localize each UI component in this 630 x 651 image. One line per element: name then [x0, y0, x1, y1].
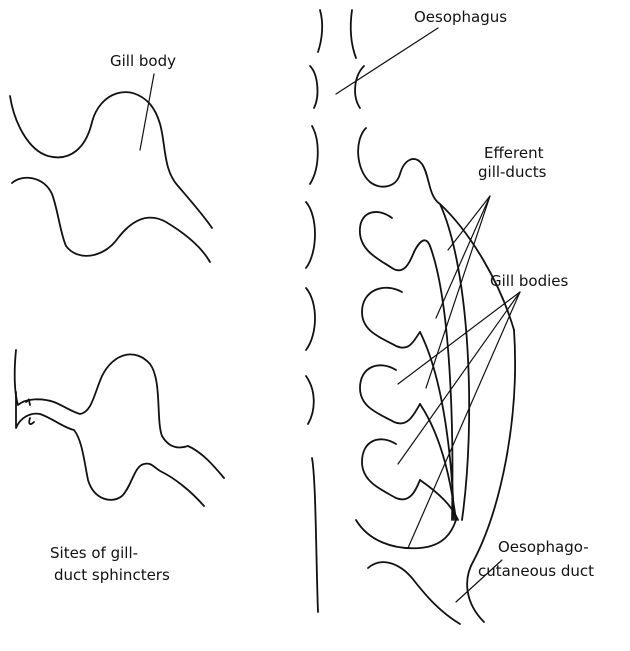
oesophagus-right-wall-upper	[351, 10, 356, 58]
gill-body-upper-outline	[10, 92, 212, 228]
label-efferent-line2: gill-ducts	[478, 163, 547, 181]
sphincter-upper-outline	[15, 350, 224, 478]
leader-gill-bodies-2	[398, 292, 520, 464]
sphincter-lower-outline	[16, 392, 204, 506]
label-efferent-line1: Efferent	[484, 144, 544, 162]
oesophagus-left-wall-lower	[312, 458, 318, 612]
sphincter-constriction-left	[26, 399, 34, 424]
label-sites-line2: duct sphincters	[54, 566, 170, 584]
oesophagus-left-wall-segment	[310, 66, 317, 108]
leader-gill-body	[140, 74, 154, 150]
oesophagus-left-wall-segment	[306, 376, 314, 424]
oesophagus-figure	[306, 10, 515, 624]
gill-body-lower-outline	[12, 178, 210, 262]
oesophagus-left-wall-segment	[306, 288, 315, 350]
gill-pouch-3	[362, 288, 420, 348]
label-sites-line1: Sites of gill-	[50, 544, 138, 562]
oesophago-cutaneous-duct-inner	[368, 562, 460, 624]
oesophagus-right-wall-lower	[356, 520, 456, 548]
label-oc-line2: cutaneous duct	[478, 562, 594, 580]
gill-pouch-2-wall	[414, 240, 430, 252]
oesophagus-left-wall-segment	[318, 10, 322, 52]
oesophagus-left-wall-segment	[306, 202, 315, 268]
oesophagus-right-wall-segment	[358, 128, 370, 182]
leader-efferent-3	[426, 196, 490, 388]
efferent-gill-duct	[440, 204, 469, 520]
labels: Gill body Oesophagus Efferent gill-ducts…	[50, 8, 594, 584]
label-gill-bodies: Gill bodies	[490, 272, 569, 290]
gill-pouch-2	[360, 212, 414, 270]
leader-efferent-1	[448, 196, 490, 250]
sphincter-figure	[15, 350, 224, 506]
label-oesophagus: Oesophagus	[414, 8, 507, 26]
gill-pouch-5	[362, 439, 420, 499]
label-gill-body: Gill body	[110, 52, 176, 70]
gill-body-figure	[10, 92, 212, 262]
oesophagus-left-wall-segment	[310, 126, 318, 184]
oesophagus-right-wall-segment	[355, 66, 364, 108]
label-oc-line1: Oesophago-	[498, 538, 589, 556]
